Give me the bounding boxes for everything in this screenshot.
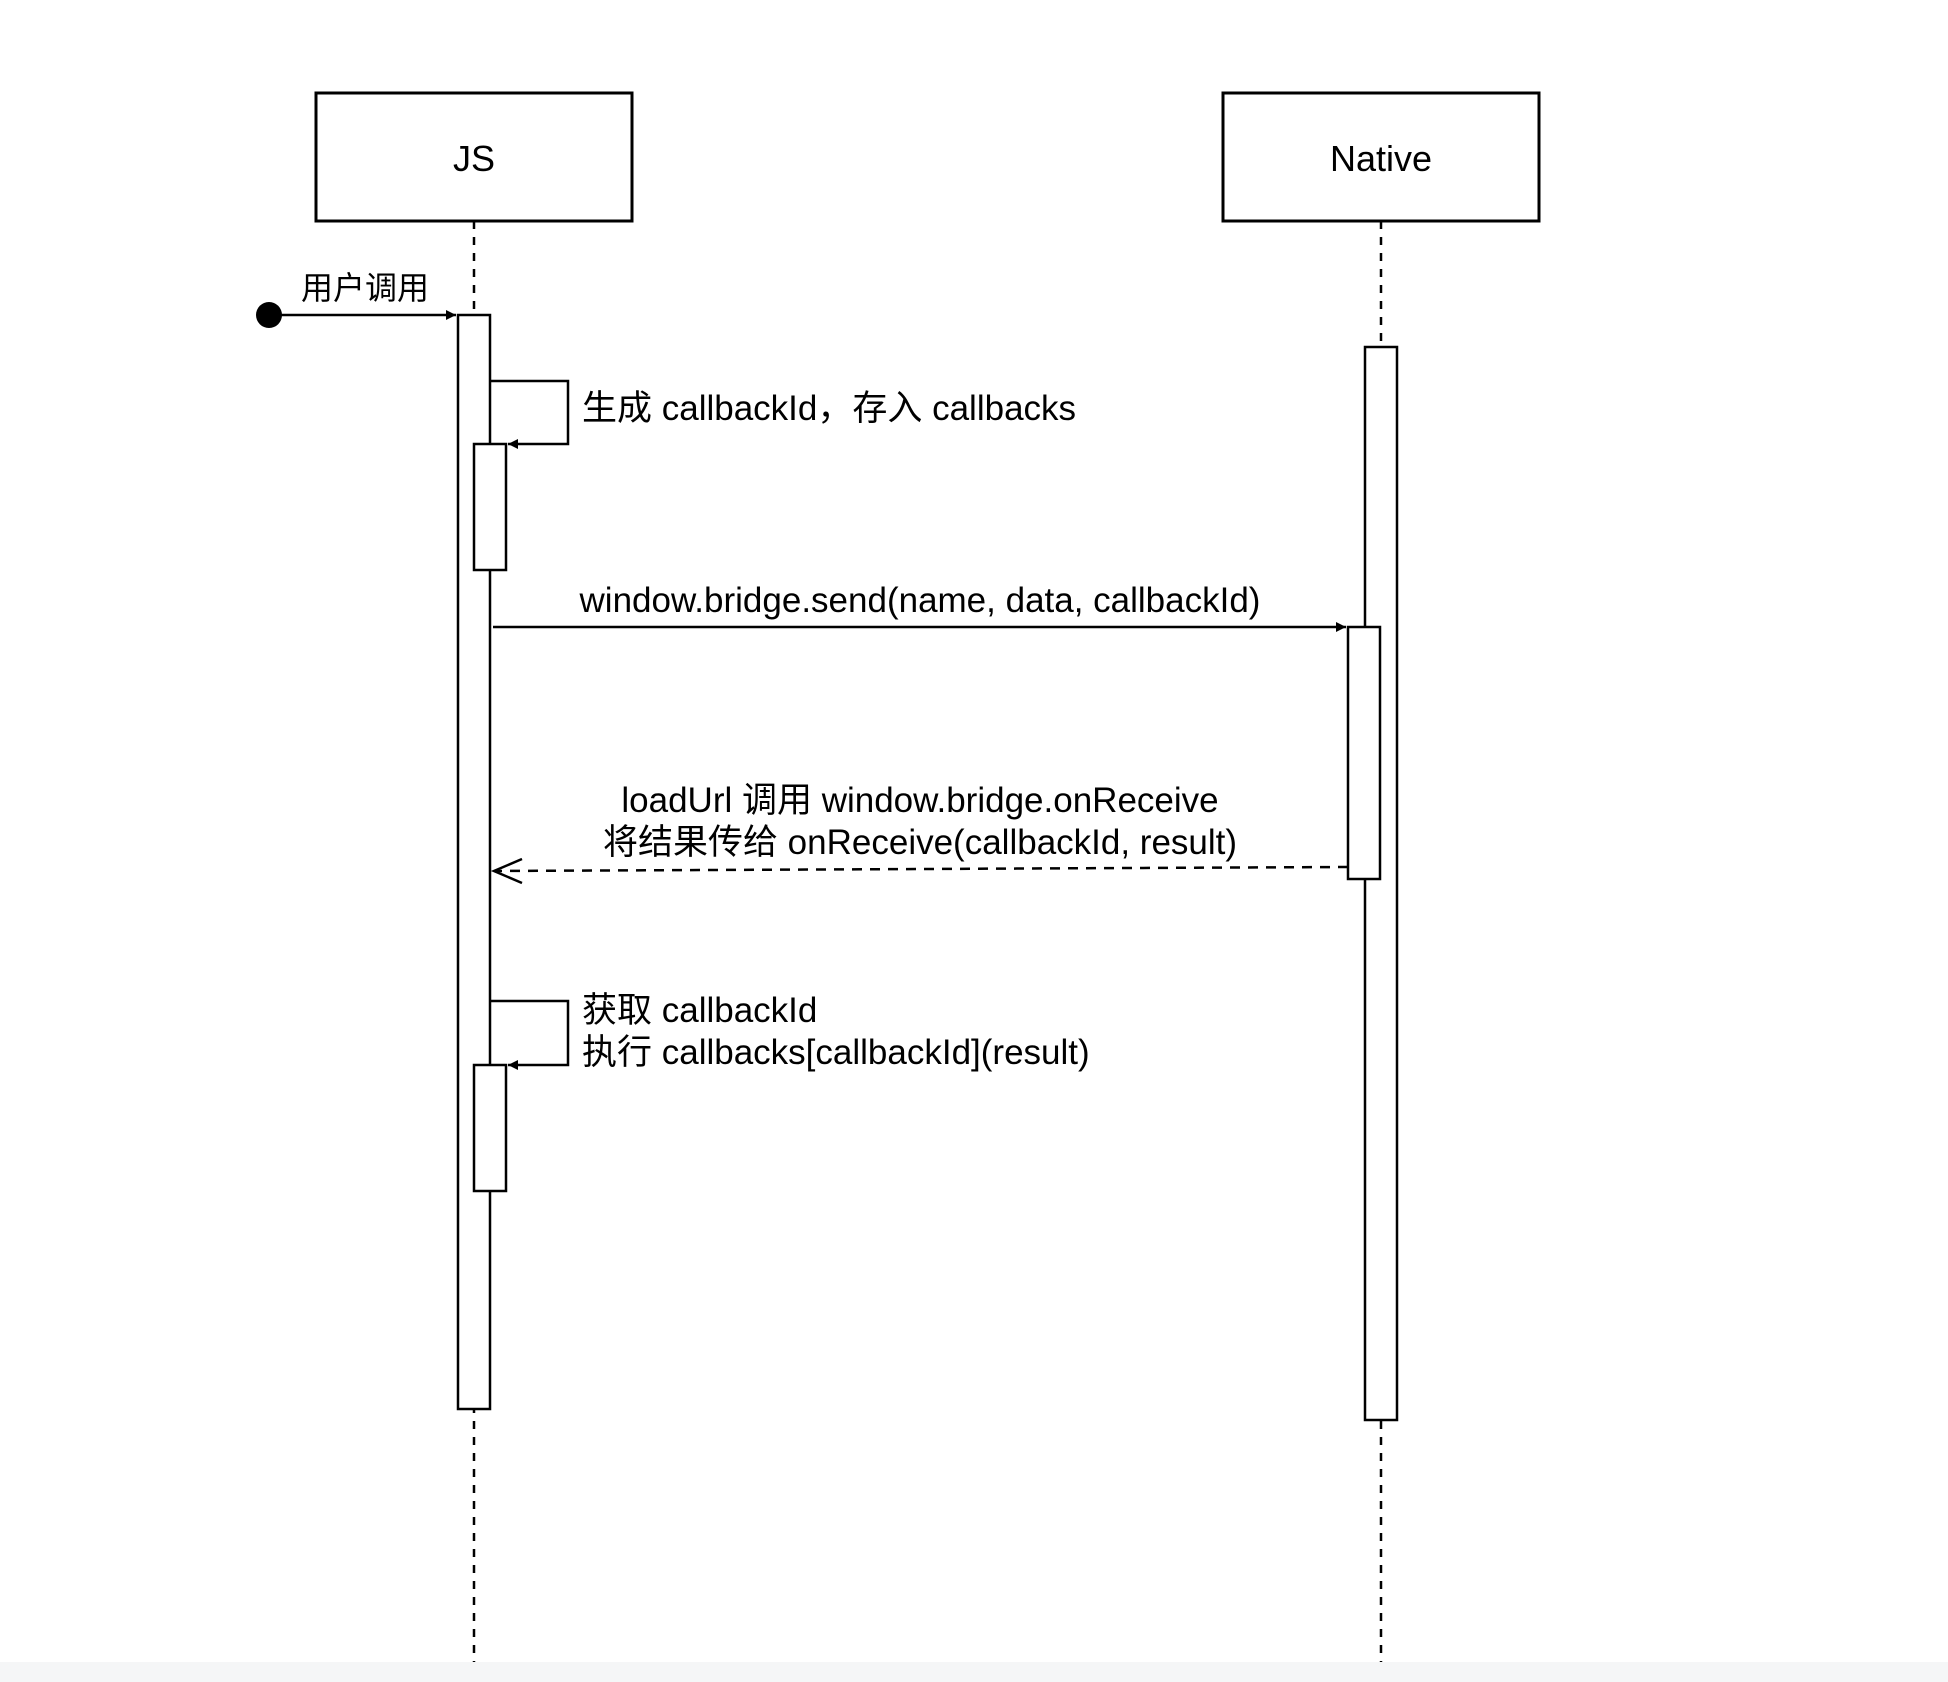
message-self-generate-label: 生成 callbackId，存入 callbacks <box>582 389 1076 428</box>
activation-native-main <box>1363 345 1399 1422</box>
message-user-call: 用户调用 <box>256 270 456 328</box>
participant-native-box <box>1221 91 1541 223</box>
message-reply-line <box>493 865 1349 873</box>
message-self-execute: 获取 callbackId 执行 callbacks[callbackId](r… <box>490 991 1090 1072</box>
message-reply-label-line1: loadUrl 调用 window.bridge.onReceive <box>621 781 1218 820</box>
message-self-execute-label-line2: 执行 callbacks[callbackId](result) <box>582 1033 1090 1072</box>
message-user-call-label: 用户调用 <box>301 270 429 306</box>
message-reply-arrowhead <box>490 857 523 885</box>
participant-js-label: JS <box>453 138 495 179</box>
participant-native: Native <box>1221 91 1541 223</box>
message-send: window.bridge.send(name, data, callbackI… <box>493 581 1346 632</box>
message-reply-label-line2: 将结果传给 onReceive(callbackId, result) <box>603 823 1237 862</box>
participant-js: JS <box>314 91 634 223</box>
footer-strip <box>0 1662 1948 1682</box>
activation-native-call <box>1346 625 1382 881</box>
participant-js-box <box>314 91 634 223</box>
message-reply: loadUrl 调用 window.bridge.onReceive 将结果传给… <box>490 781 1349 885</box>
message-send-label: window.bridge.send(name, data, callbackI… <box>579 581 1261 620</box>
message-self-execute-label-line1: 获取 callbackId <box>582 991 817 1030</box>
activation-js-self-1 <box>472 442 508 572</box>
message-self-generate-arrow <box>490 379 570 449</box>
participant-native-label: Native <box>1330 138 1432 179</box>
message-self-generate: 生成 callbackId，存入 callbacks <box>490 379 1076 449</box>
message-self-execute-arrow <box>490 999 570 1070</box>
activation-js-self-2 <box>472 1063 508 1193</box>
